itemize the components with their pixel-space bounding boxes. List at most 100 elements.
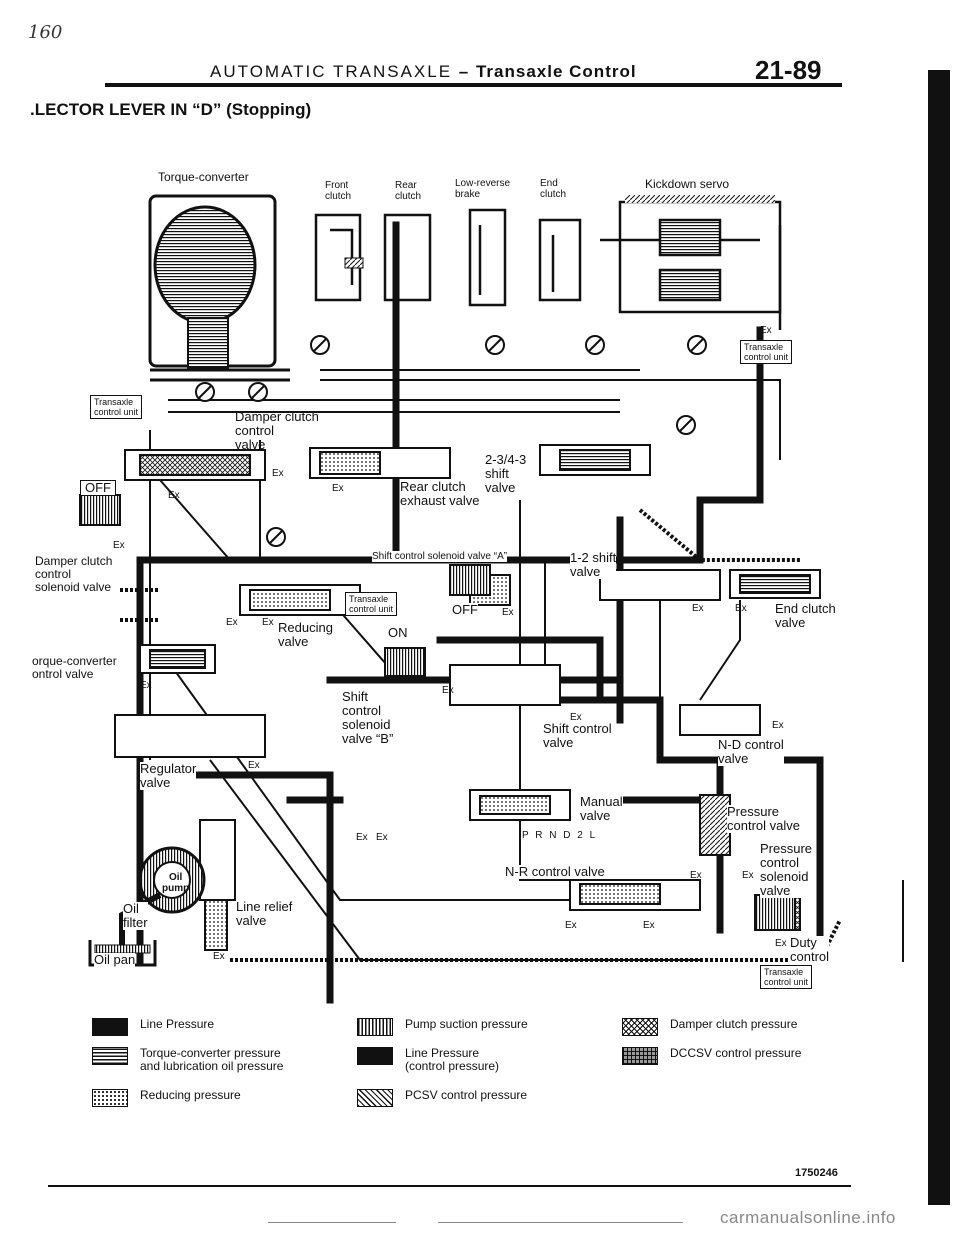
- label-ex-6: Ex: [502, 607, 514, 618]
- label-ex-3: Ex: [113, 540, 125, 551]
- label-ex-2: Ex: [272, 468, 284, 479]
- legend-swatch-solid: [92, 1018, 128, 1036]
- header-subtitle: Transaxle Control: [475, 62, 637, 81]
- legend-swatch-dots: [92, 1089, 128, 1107]
- legend-item-6: PCSV control pressure: [357, 1089, 527, 1107]
- label-oil-filter: Oil filter: [123, 901, 148, 930]
- tcu-box-4: Transaxle control unit: [760, 965, 813, 989]
- label-ex-20: Ex: [565, 920, 577, 931]
- label-ex-5: Ex: [760, 325, 772, 336]
- label-off-1: OFF: [80, 480, 116, 496]
- label-reducing-valve: Reducing valve: [278, 620, 333, 649]
- label-line-relief-valve: Line relief valve: [236, 899, 293, 928]
- binding-edge: [928, 70, 950, 1205]
- label-torque-converter-control-valve: orque-converter ontrol valve: [32, 654, 117, 681]
- label-rear-clutch: Rear clutch: [395, 180, 422, 202]
- label-ex-7: Ex: [692, 603, 704, 614]
- label-nr-control-valve: N-R control valve: [505, 864, 605, 879]
- label-ex-10: Ex: [226, 617, 238, 628]
- watermark: carmanualsonline.info: [720, 1208, 896, 1227]
- label-ex-13: Ex: [570, 712, 582, 723]
- label-pressure-control-solenoid: Pressure control solenoid valve: [760, 841, 813, 898]
- label-off-2: OFF: [452, 602, 478, 617]
- label-end-clutch: End clutch: [540, 178, 567, 200]
- label-low-reverse-brake: Low-reverse brake: [455, 178, 511, 200]
- legend-item-3: Reducing pressure: [92, 1089, 241, 1107]
- kickdown-band-hatch: [625, 195, 775, 203]
- label-damper-clutch-control-valve: Damper clutch control valve: [235, 409, 319, 452]
- label-ex-22: Ex: [213, 951, 225, 962]
- label-ex-17: Ex: [376, 832, 388, 843]
- legend-item-2: Torque-converter pressure and lubricatio…: [92, 1047, 283, 1073]
- label-prnd: P R N D 2 L: [522, 830, 598, 841]
- legend-swatch-vlines: [357, 1018, 393, 1036]
- label-ex-9: Ex: [262, 617, 274, 628]
- legend-label: DCCSV control pressure: [670, 1046, 802, 1060]
- label-ex-8: Ex: [735, 603, 747, 614]
- legend-label: Reducing pressure: [140, 1088, 241, 1102]
- header-title: AUTOMATIC TRANSAXLE: [210, 62, 453, 81]
- legend-item-1: Line Pressure: [92, 1018, 214, 1036]
- label-nd-control-valve: N-D control valve: [718, 737, 784, 766]
- label-duty-control: Duty control: [790, 935, 830, 964]
- label-ex-19: Ex: [742, 870, 754, 881]
- legend-label: PCSV control pressure: [405, 1088, 528, 1102]
- legend-item-5: Line Pressure (control pressure): [357, 1047, 499, 1073]
- label-ex-15: Ex: [248, 760, 260, 771]
- legend-item-8: DCCSV control pressure: [622, 1047, 801, 1065]
- label-front-clutch: Front clutch: [325, 180, 352, 202]
- label-kickdown-servo: Kickdown servo: [645, 177, 730, 191]
- legend-swatch-cross: [622, 1018, 658, 1036]
- label-ex-1: Ex: [168, 490, 180, 501]
- orifices: [195, 335, 707, 547]
- header-separator: –: [458, 62, 470, 81]
- legend-item-7: Damper clutch pressure: [622, 1018, 797, 1036]
- label-ex-16: Ex: [356, 832, 368, 843]
- label-manual-valve: Manual valve: [580, 794, 623, 823]
- label-end-clutch-valve: End clutch valve: [775, 601, 836, 630]
- page-header: AUTOMATIC TRANSAXLE – Transaxle Control: [210, 62, 637, 82]
- handwritten-page-note: 160: [28, 22, 63, 43]
- label-ex-14: Ex: [772, 720, 784, 731]
- label-torque-converter: Torque-converter: [158, 170, 249, 184]
- legend-label: Line Pressure: [140, 1017, 215, 1031]
- label-rear-clutch-exhaust: Rear clutch exhaust valve: [400, 479, 480, 508]
- legend-label: Pump suction pressure: [405, 1017, 528, 1031]
- label-234-shift-valve: 2-3/4-3 shift valve: [485, 452, 527, 495]
- label-shift-solenoid-a: Shift control solenoid valve “A”: [372, 551, 508, 562]
- valve-bodies: [114, 444, 821, 951]
- label-ex-18: Ex: [690, 870, 702, 881]
- legend-label: Torque-converter pressure and lubricatio…: [140, 1046, 284, 1073]
- label-ex-23: Ex: [775, 938, 787, 949]
- figure-number: 1750246: [795, 1167, 838, 1179]
- label-damper-clutch-solenoid: Damper clutch control solenoid valve: [35, 554, 113, 594]
- label-oil-pan: Oil pan: [94, 952, 136, 967]
- label-shift-solenoid-b: Shift control solenoid valve “B”: [342, 689, 394, 746]
- tcu-box-2: Transaxle control unit: [740, 340, 793, 364]
- label-shift-control-valve: Shift control valve: [543, 721, 612, 750]
- tcu-box-3: Transaxle control unit: [345, 592, 398, 616]
- footer-rule: [48, 1185, 851, 1187]
- label-on: ON: [388, 625, 408, 640]
- legend-item-4: Pump suction pressure: [357, 1018, 528, 1036]
- front-clutch-spring: [344, 257, 364, 269]
- header-rule: [105, 83, 842, 87]
- label-ex-12: Ex: [442, 685, 454, 696]
- margin-mark: [902, 880, 904, 962]
- legend-swatch-diagonal: [357, 1089, 393, 1107]
- label-12-shift-valve: 1-2 shift valve: [570, 550, 617, 579]
- label-oil-pump: Oil pump: [162, 872, 190, 894]
- footer-line-2: [438, 1222, 683, 1223]
- legend-label: Line Pressure (control pressure): [405, 1046, 500, 1073]
- solenoid-coils: [79, 494, 796, 931]
- torque-converter: [148, 194, 290, 382]
- page-number: 21-89: [755, 55, 822, 85]
- legend-swatch-grid: [622, 1047, 658, 1065]
- label-ex-11: Ex: [140, 680, 152, 691]
- label-ex-21: Ex: [643, 920, 655, 931]
- label-ex-4: Ex: [332, 483, 344, 494]
- kickdown-servo: [600, 200, 782, 330]
- legend-swatch-solid: [357, 1047, 393, 1065]
- legend-label: Damper clutch pressure: [670, 1017, 798, 1031]
- label-regulator-valve: Regulator valve: [140, 761, 197, 790]
